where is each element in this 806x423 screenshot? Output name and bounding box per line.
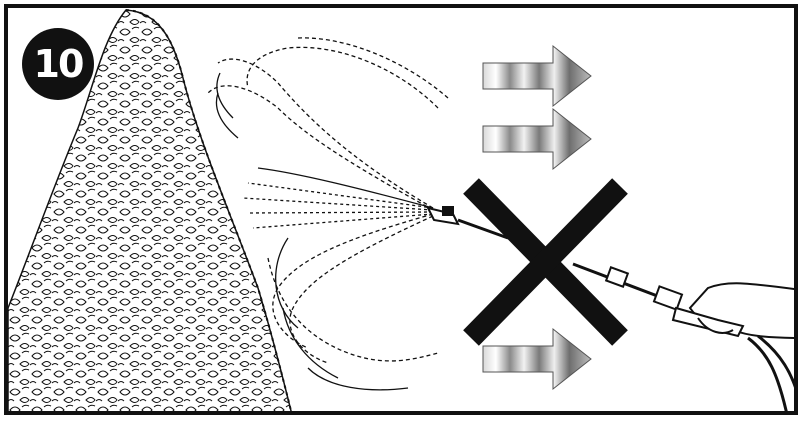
spray-wand — [572, 262, 684, 311]
hand-holding-wand-icon — [671, 282, 794, 411]
illustration-frame: 10 — [4, 4, 798, 415]
wind-arrow-icon — [482, 44, 592, 108]
wind-arrow-icon — [482, 107, 592, 171]
step-number-badge: 10 — [22, 28, 94, 100]
prohibited-x-icon — [463, 178, 628, 346]
spray-nozzle-icon — [426, 206, 509, 240]
spray-flow-lines — [207, 37, 449, 391]
tree-foliage-icon — [8, 9, 293, 411]
step-number: 10 — [33, 42, 85, 86]
wind-arrow-icon — [482, 327, 592, 391]
spray-scene — [8, 9, 794, 411]
